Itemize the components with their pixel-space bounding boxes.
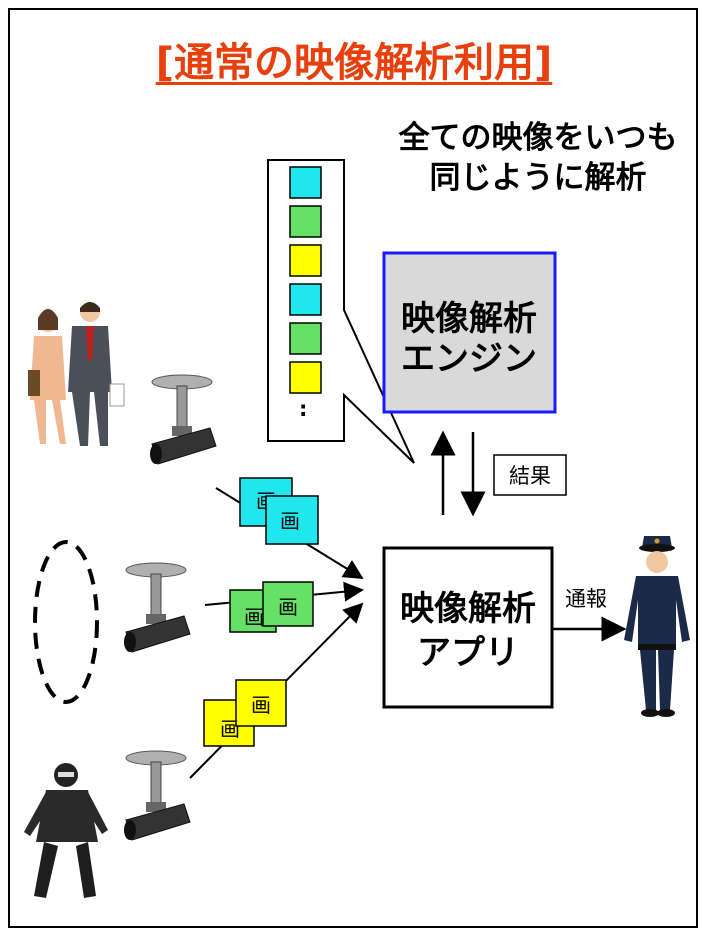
frame-tiles-yellow: 画 画 [203,679,287,747]
headline-line-1: 全ての映像をいつも [398,120,678,156]
app-label-line-1: 映像解析 [400,589,536,629]
masked-suspect-icon [24,763,108,898]
frame-tiles-cyan: 画 画 [239,477,319,545]
app-label-line-2: アプリ [417,633,519,673]
diagram-frame [8,8,698,928]
report-label: 通報 [565,587,607,611]
unknown-person-oval-icon [33,540,99,704]
result-label: 結果 [509,464,551,488]
app-box [382,546,554,709]
security-camera-icon [150,374,217,465]
queue-square-green [289,322,322,355]
queue-ellipsis: : [299,397,307,421]
business-couple-icon [28,302,125,446]
security-camera-icon [124,562,191,653]
engine-box [382,251,557,414]
frame-tiles-green: 画 画 [229,581,314,633]
svg-text:画: 画 [278,595,298,619]
engine-label-line-2: エンジン [401,339,537,379]
svg-text:画: 画 [280,509,300,533]
security-camera-icon [124,750,191,841]
queue-square-green [289,205,322,238]
svg-text:画: 画 [220,717,240,741]
queue-square-yellow [289,361,322,394]
svg-text:画: 画 [251,693,271,717]
queue-squares [289,166,322,394]
police-officer-icon [624,536,690,717]
engine-label-line-1: 映像解析 [401,299,537,339]
diagram-title: [通常の映像解析利用] [155,40,553,86]
queue-square-cyan [289,166,322,199]
queue-square-cyan [289,283,322,316]
queue-square-yellow [289,244,322,277]
svg-text:画: 画 [244,605,264,629]
result-box [493,454,567,496]
headline-line-2: 同じように解析 [429,160,647,196]
